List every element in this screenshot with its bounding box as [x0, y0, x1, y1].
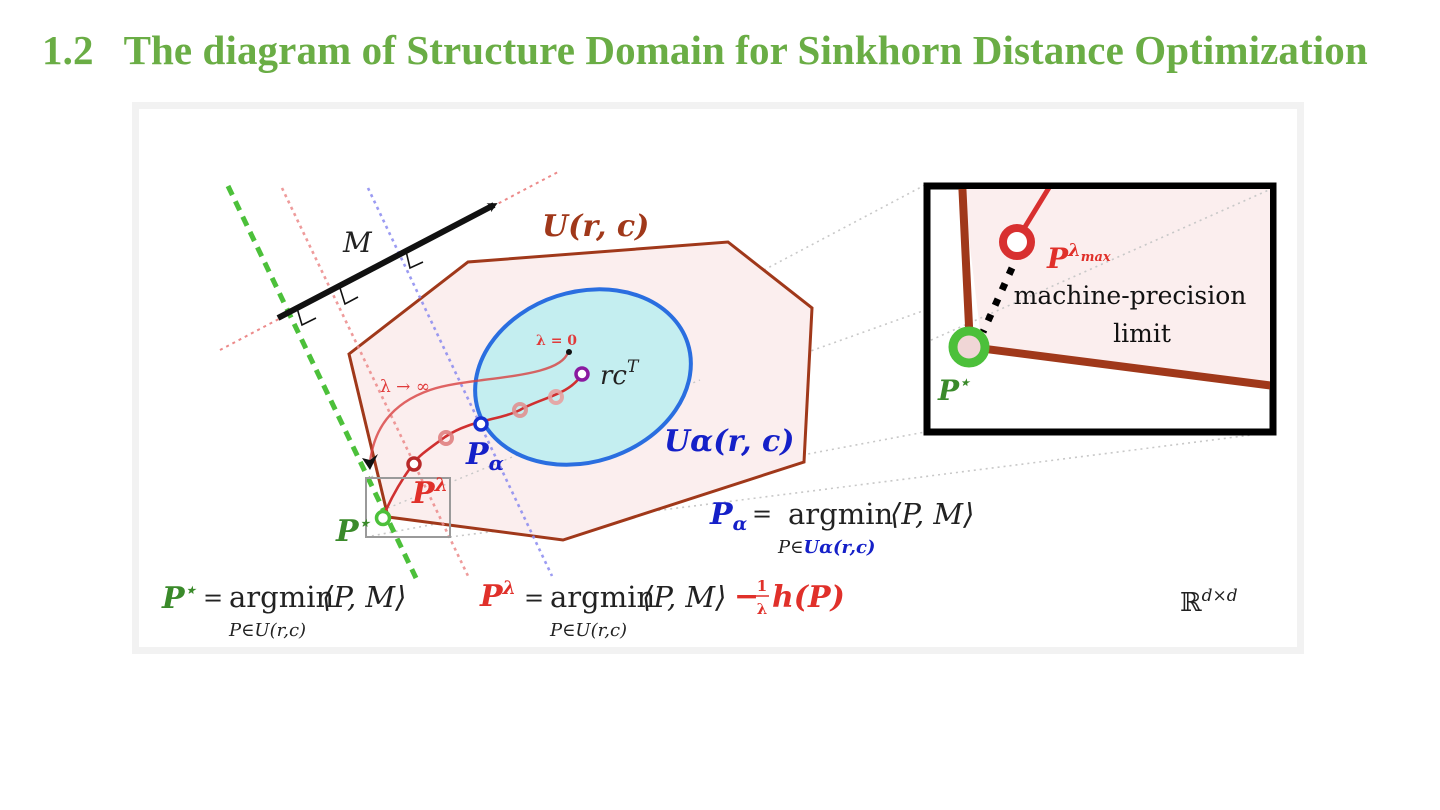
right-angle-markers — [296, 250, 424, 327]
m-vector-arrow — [276, 202, 498, 321]
zoom-region-box — [365, 477, 451, 538]
svg-text:argmin: argmin — [229, 580, 334, 614]
svg-text:1: 1 — [757, 577, 767, 595]
label-space-rdxd: ℝd×d — [1180, 586, 1238, 618]
label-lambda-infinity: λ → ∞ — [380, 377, 430, 397]
label-m: M — [342, 226, 373, 259]
svg-text:⟨P, M⟩: ⟨P, M⟩ — [890, 497, 974, 531]
svg-text:Pα: Pα — [709, 497, 748, 535]
label-p-star: P⋆ — [335, 513, 371, 549]
lambda-infinity-arrowhead — [362, 454, 378, 470]
lambda-zero-point — [566, 349, 572, 355]
svg-text:Pλ: Pλ — [479, 577, 516, 614]
svg-text:λ: λ — [757, 600, 768, 618]
p-star-point — [374, 509, 392, 527]
equation-p-star: P⋆ = argmin P∈U(r,c) ⟨P, M⟩ — [161, 580, 406, 641]
label-rc-transpose: rcT — [600, 357, 640, 391]
equation-p-alpha: Pα = argmin P∈Uα(r,c) ⟨P, M⟩ — [709, 497, 974, 558]
level-line-entropic — [280, 187, 470, 577]
label-p-lambda: Pλ — [411, 474, 448, 511]
p-lambda-point — [406, 456, 422, 472]
svg-text:=: = — [752, 500, 772, 528]
svg-text:P∈U(r,c): P∈U(r,c) — [549, 620, 627, 641]
label-limit: limit — [1113, 319, 1171, 348]
svg-text:argmin: argmin — [788, 497, 893, 531]
section-heading: 1.2 The diagram of Structure Domain for S… — [42, 26, 1368, 74]
label-u-alpha: Uα(r, c) — [664, 424, 794, 459]
svg-text:−: − — [734, 579, 759, 614]
label-lambda-zero: λ = 0 — [536, 333, 577, 349]
svg-text:P∈U(r,c): P∈U(r,c) — [228, 620, 306, 641]
zoom-inset: Pλmax machine-precision limit P⋆ — [923, 182, 1277, 436]
svg-text:=: = — [524, 584, 544, 612]
equation-p-lambda: Pλ = argmin P∈U(r,c) ⟨P, M⟩ − 1 λ h(P) — [479, 577, 845, 641]
svg-text:h(P): h(P) — [772, 580, 845, 615]
p-alpha-point — [473, 416, 489, 432]
svg-text:=: = — [203, 584, 223, 612]
svg-text:⟨P, M⟩: ⟨P, M⟩ — [322, 580, 406, 614]
svg-text:P⋆: P⋆ — [161, 580, 197, 616]
label-p-lambda-max: Pλmax — [1046, 240, 1111, 275]
svg-text:argmin: argmin — [550, 580, 655, 614]
svg-text:P∈Uα(r,c): P∈Uα(r,c) — [777, 537, 875, 558]
section-title: The diagram of Structure Domain for Sink… — [123, 27, 1368, 73]
svg-text:⟨P, M⟩: ⟨P, M⟩ — [642, 580, 726, 614]
rc-transpose-point — [574, 366, 590, 382]
section-number: 1.2 — [42, 27, 94, 73]
label-machine-precision: machine-precision — [1014, 281, 1247, 310]
label-p-alpha: Pα — [465, 437, 504, 475]
machine-precision-gap — [979, 266, 1016, 334]
intermediate-points — [438, 389, 564, 446]
label-u-rc: U(r, c) — [542, 209, 649, 244]
inset-p-lambda-max-point — [999, 224, 1035, 260]
inset-label-p-star: P⋆ — [937, 373, 971, 407]
lambda-infinity-curve — [368, 351, 570, 463]
inset-p-star-point — [948, 326, 990, 368]
